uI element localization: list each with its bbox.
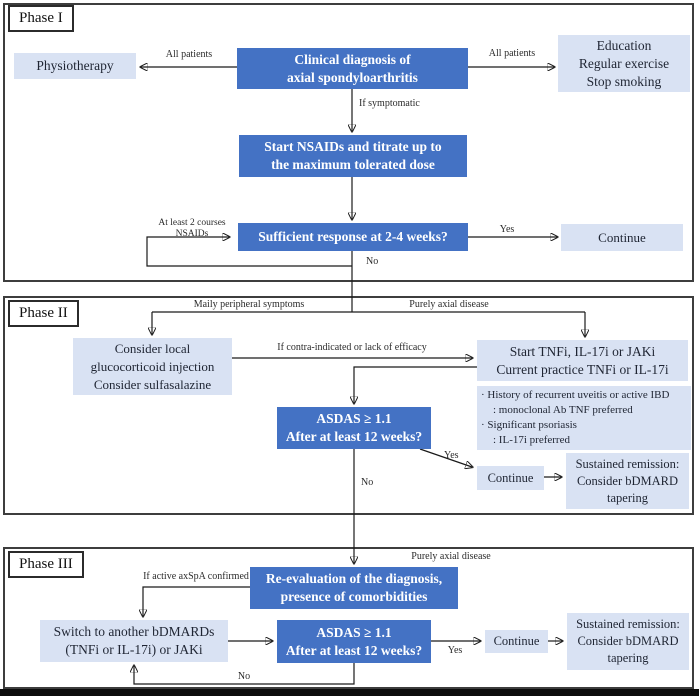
education-line3: Stop smoking (586, 73, 662, 89)
if-active-axspa-label: If active axSpA confirmed (143, 571, 249, 582)
reevaluation-box: Re-evaluation of the diagnosis, presence… (250, 567, 458, 609)
phase1-label: Phase I (8, 5, 74, 32)
clinical-diagnosis-box: Clinical diagnosis of axial spondyloarth… (237, 48, 468, 89)
continue-box-phase1: Continue (561, 224, 683, 251)
sustained-remission-box-phase2: Sustained remission: Consider bDMARD tap… (566, 453, 689, 509)
if-symptomatic-label: If symptomatic (359, 98, 420, 109)
phase1-panel (3, 3, 694, 282)
asdas-phase3-line1: ASDAS ≥ 1.1 (316, 624, 392, 640)
asdas-box-phase2: ASDAS ≥ 1.1 After at least 12 weeks? (277, 407, 431, 449)
nsaids-loop-label-line1: At least 2 courses (158, 218, 226, 228)
reevaluation-line1: Re-evaluation of the diagnosis, (265, 571, 443, 586)
preferred-agent-notes-box: · History of recurrent uveitis or active… (477, 386, 691, 450)
sustained-remission-box-phase3: Sustained remission: Consider bDMARD tap… (567, 613, 689, 670)
branch-right-label: Purely axial disease (409, 299, 489, 310)
nsaids-box: Start NSAIDs and titrate up to the maxim… (239, 135, 467, 177)
no-label-phase2: No (361, 477, 374, 488)
nsaids-loop-label-line2: NSAIDs (175, 228, 209, 239)
notes-line3: · Significant psoriasis (481, 419, 577, 431)
yes-label-phase3: Yes (447, 645, 463, 656)
switch-bdmards-box: Switch to another bDMARDs (TNFi or IL-17… (40, 620, 228, 662)
nsaids-line2: the maximum tolerated dose (271, 157, 435, 172)
notes-line4: : IL-17i preferred (493, 434, 570, 446)
notes-line2: : monoclonal Ab TNF preferred (493, 404, 633, 416)
sustained-phase2-line1: Sustained remission: (575, 456, 680, 471)
asdas-phase2-line2: After at least 12 weeks? (285, 429, 423, 444)
physiotherapy-box: Physiotherapy (14, 53, 136, 79)
phase3-label: Phase III (8, 551, 84, 578)
yes-label-phase1: Yes (499, 224, 515, 235)
switch-line2: (TNFi or IL-17i) or JAKi (65, 642, 203, 657)
education-box: Education Regular exercise Stop smoking (558, 35, 690, 92)
nsaids-line1: Start NSAIDs and titrate up to (264, 139, 442, 154)
continue-box-phase3: Continue (485, 630, 548, 653)
sustained-phase3-line3: tapering (607, 651, 649, 665)
continue-box-phase2: Continue (477, 466, 544, 490)
branch-left-label: Maily peripheral symptoms (193, 299, 305, 310)
consider-local-box: Consider local glucocorticoid injection … (73, 338, 232, 395)
phase2-panel (3, 296, 694, 515)
clinical-diagnosis-line1: Clinical diagnosis of (294, 51, 411, 67)
start-tnfi-line1: Start TNFi, IL-17i or JAKi (509, 343, 656, 359)
start-tnfi-line2: Current practice TNFi or IL-17i (496, 361, 669, 377)
all-patients-right-label: All patients (488, 48, 536, 59)
sustained-phase3-line2: Consider bDMARD (577, 634, 679, 648)
reevaluation-line2: presence of comorbidities (280, 589, 428, 604)
sustained-phase2-line2: Consider bDMARD (576, 473, 679, 488)
purely-axial-label-phase3: Purely axial disease (411, 551, 491, 562)
sustained-phase2-line3: tapering (607, 490, 648, 505)
yes-label-phase2: Yes (444, 450, 459, 461)
all-patients-left-label: All patients (165, 49, 213, 60)
sustained-phase3-line1: Sustained remission: (576, 617, 680, 631)
start-tnfi-box: Start TNFi, IL-17i or JAKi Current pract… (477, 340, 688, 381)
consider-local-line1: Consider local (114, 340, 191, 356)
asdas-phase2-line1: ASDAS ≥ 1.1 (316, 411, 392, 426)
consider-local-line3: Consider sulfasalazine (93, 376, 212, 392)
asdas-phase3-line2: After at least 12 weeks? (285, 642, 423, 658)
phase2-label: Phase II (8, 300, 79, 327)
switch-line1: Switch to another bDMARDs (53, 624, 215, 639)
clinical-diagnosis-line2: axial spondyloarthritis (287, 69, 418, 85)
notes-line1: · History of recurrent uveitis or active… (481, 389, 670, 401)
figure-bottom-border (0, 689, 699, 696)
nsaids-loop-label: At least 2 courses NSAIDs (158, 218, 225, 239)
education-line1: Education (596, 37, 652, 53)
phase3-panel (3, 547, 694, 689)
no-label-phase3: No (237, 671, 251, 682)
asdas-box-phase3: ASDAS ≥ 1.1 After at least 12 weeks? (277, 620, 431, 663)
no-label-phase1: No (366, 256, 379, 267)
education-line2: Regular exercise (578, 55, 670, 71)
sufficient-response-box: Sufficient response at 2-4 weeks? (238, 223, 468, 251)
consider-local-line2: glucocorticoid injection (90, 358, 215, 374)
contra-indicated-label: If contra-indicated or lack of efficacy (277, 342, 427, 353)
